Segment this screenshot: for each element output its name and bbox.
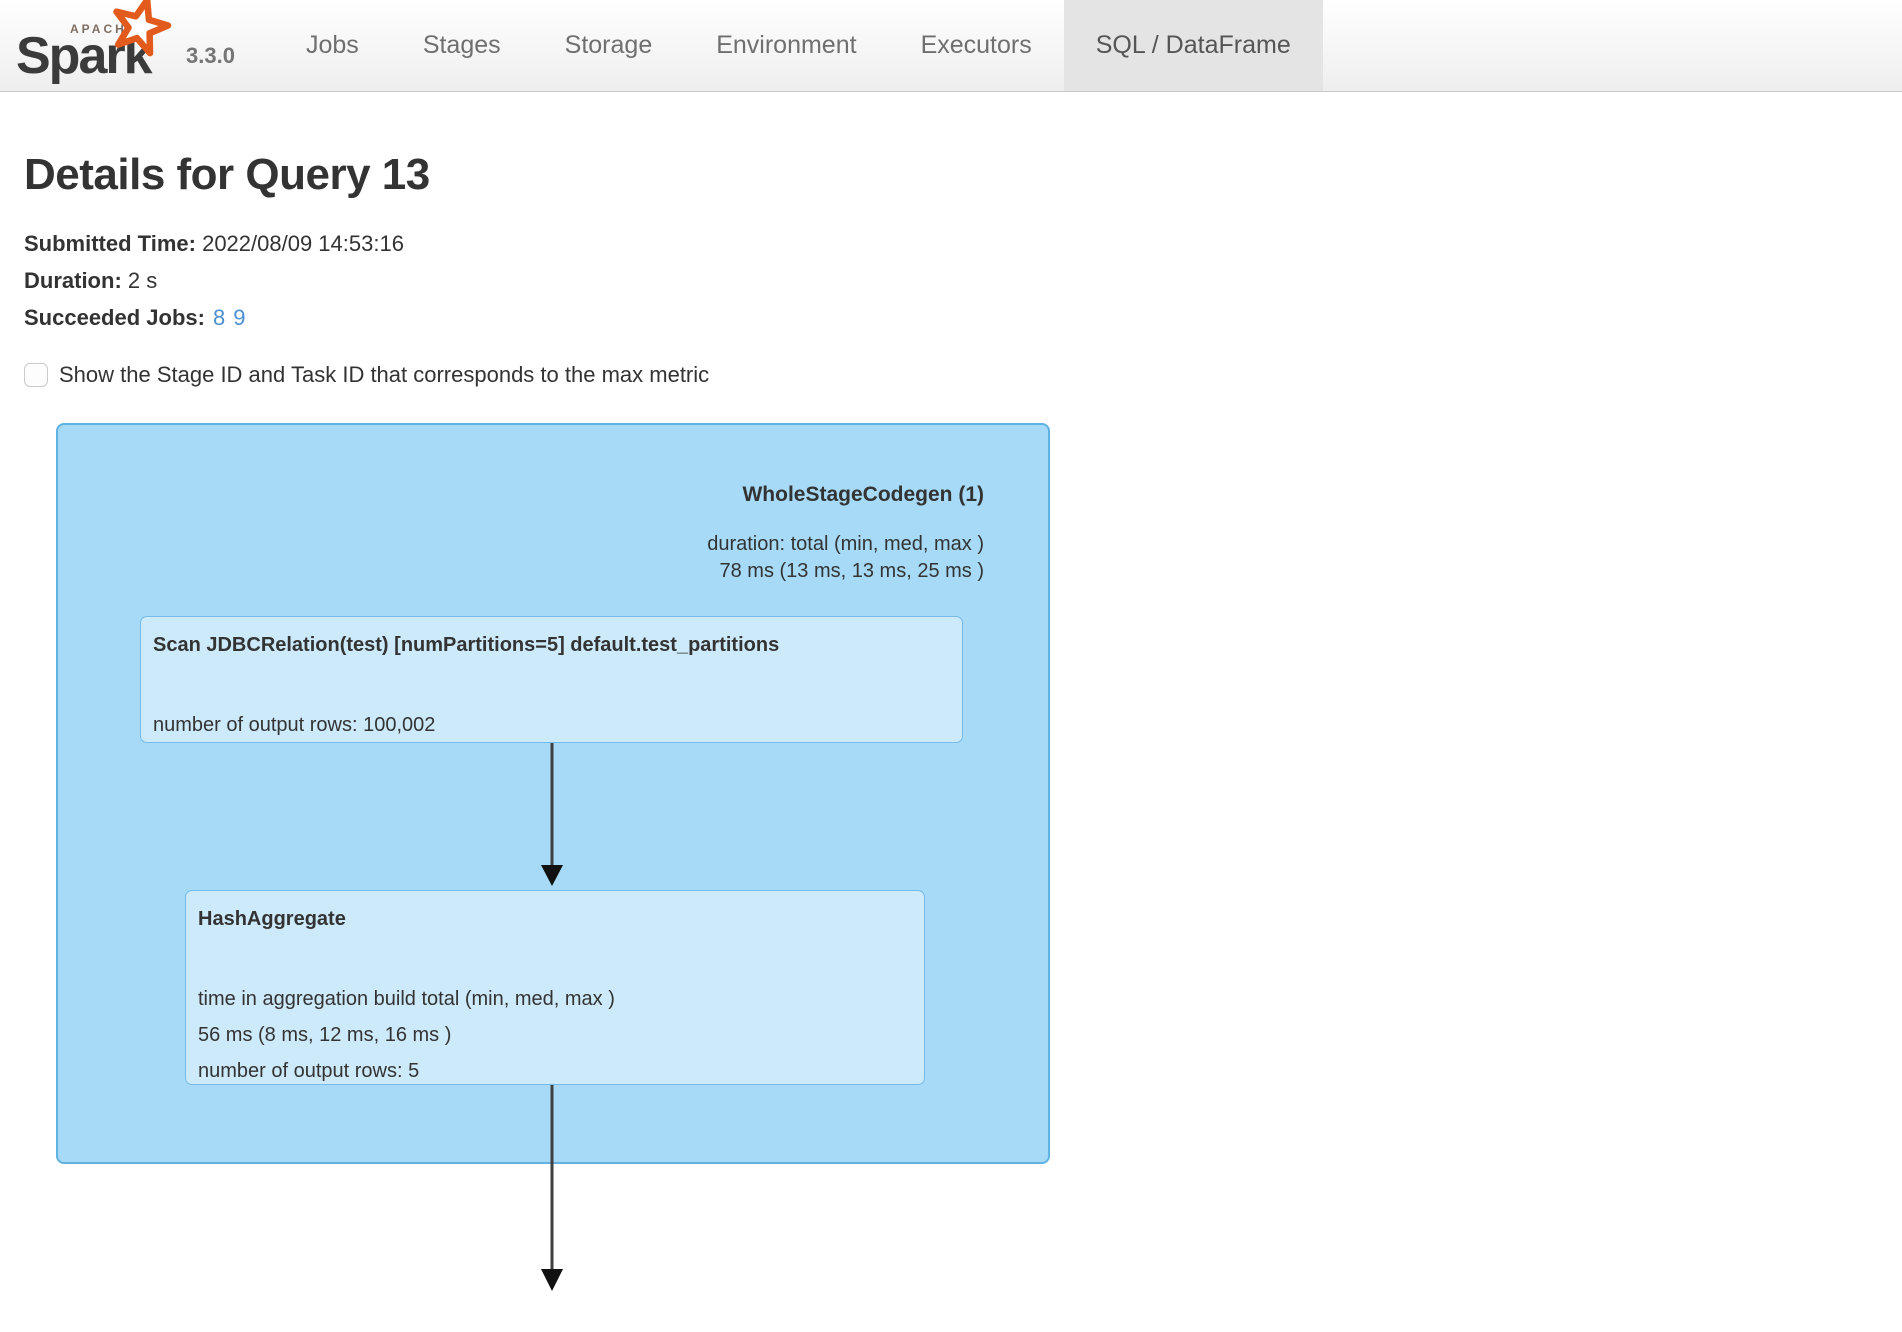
job-link-8[interactable]: 8 — [212, 305, 226, 330]
duration-value: 2 s — [127, 268, 158, 293]
spark-brand: APACHE Spark 3.3.0 — [0, 0, 274, 91]
arrowhead-icon — [541, 1269, 563, 1291]
cluster-metrics: duration: total (min, med, max ) 78 ms (… — [707, 531, 984, 585]
apache-wordmark: APACHE — [70, 22, 138, 36]
tab-environment[interactable]: Environment — [716, 31, 857, 59]
node-hashaggregate: HashAggregate time in aggregation build … — [185, 890, 925, 1085]
tab-jobs[interactable]: Jobs — [306, 31, 359, 59]
submitted-time-line: Submitted Time: 2022/08/09 14:53:16 — [24, 230, 1878, 258]
max-metric-checkbox-row: Show the Stage ID and Task ID that corre… — [24, 362, 1878, 388]
page-title: Details for Query 13 — [24, 150, 430, 199]
nav-tabs: Jobs Stages Storage Environment Executor… — [274, 0, 1323, 91]
node-title: Scan JDBCRelation(test) [numPartitions=5… — [153, 634, 780, 656]
node-scan-jdbcrelation: Scan JDBCRelation(test) [numPartitions=5… — [140, 616, 963, 743]
duration-line: Duration: 2 s — [24, 267, 1878, 295]
node-metric: 56 ms (8 ms, 12 ms, 16 ms ) — [198, 1024, 452, 1046]
submitted-time-value: 2022/08/09 14:53:16 — [202, 231, 404, 256]
node-title: HashAggregate — [198, 908, 346, 930]
submitted-time-label: Submitted Time: — [24, 231, 196, 256]
spark-version: 3.3.0 — [186, 43, 235, 68]
max-metric-checkbox-label: Show the Stage ID and Task ID that corre… — [59, 362, 710, 387]
plan-visualization: WholeStageCodegen (1) duration: total (m… — [56, 423, 1056, 1292]
top-navbar: APACHE Spark 3.3.0 Jobs Stages Storage E… — [0, 0, 1902, 92]
tab-stages[interactable]: Stages — [422, 31, 501, 59]
duration-label: Duration: — [24, 268, 122, 293]
tab-executors[interactable]: Executors — [920, 31, 1032, 59]
cluster-title: WholeStageCodegen (1) — [742, 483, 984, 506]
tab-sql-dataframe[interactable]: SQL / DataFrame — [1063, 0, 1323, 91]
spark-star-icon — [113, 0, 172, 57]
node-metric: number of output rows: 5 — [198, 1060, 420, 1082]
job-link-9[interactable]: 9 — [233, 305, 246, 330]
cluster-metric-line: duration: total (min, med, max ) — [707, 533, 984, 555]
node-metric: number of output rows: 100,002 — [153, 714, 436, 736]
node-metric: time in aggregation build total (min, me… — [198, 988, 615, 1010]
max-metric-checkbox[interactable] — [24, 363, 48, 387]
spark-logo: APACHE Spark — [0, 0, 182, 90]
cluster-metric-line: 78 ms (13 ms, 13 ms, 25 ms ) — [719, 560, 984, 582]
tab-storage[interactable]: Storage — [564, 31, 653, 59]
main-content: Details for Query 13 Submitted Time: 202… — [0, 150, 1902, 1292]
succeeded-jobs-label: Succeeded Jobs: — [24, 305, 205, 330]
